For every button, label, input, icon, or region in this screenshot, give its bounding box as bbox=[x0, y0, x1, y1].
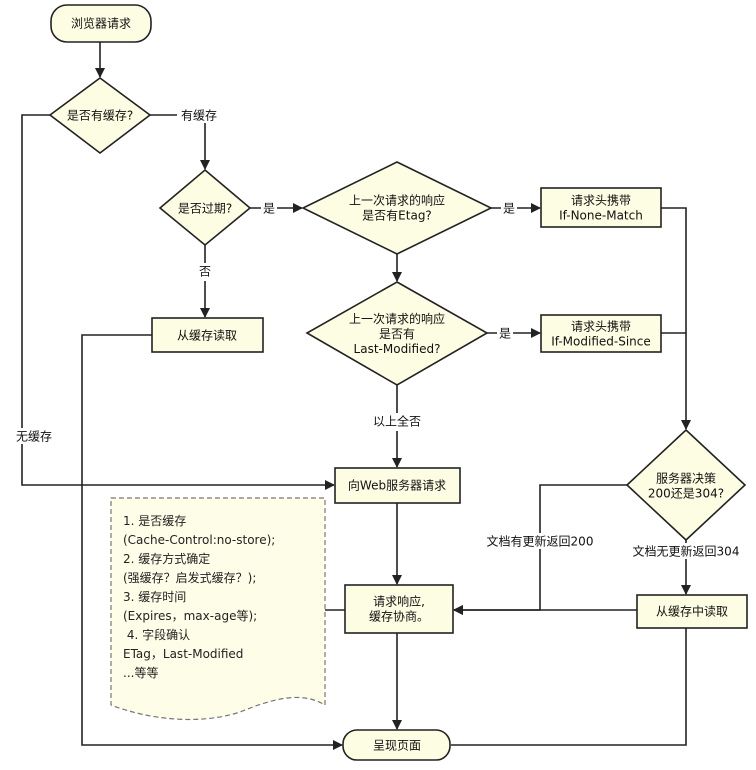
label-lastmod-yes: 是 bbox=[499, 327, 511, 341]
label-line: 是否有Etag? bbox=[362, 208, 432, 222]
label-all-no: 以上全否 bbox=[373, 414, 421, 429]
node-expired-label: 是否过期? bbox=[178, 202, 232, 216]
label-line: 请求头携带 bbox=[571, 318, 631, 333]
node-etag-question: 上一次请求的响应是否有Etag? bbox=[301, 161, 493, 255]
label-line: Last-Modified? bbox=[354, 342, 441, 356]
label-line: If-Modified-Since bbox=[551, 334, 651, 348]
label-line: 服务器决策 bbox=[656, 470, 716, 485]
note-line: (Cache-Control:no-store); bbox=[123, 533, 275, 547]
label-not-updated-304: 文档无更新返回304 bbox=[633, 544, 740, 559]
note-text: 1. 是否缓存 (Cache-Control:no-store); 2. 缓存方式确… bbox=[123, 514, 275, 680]
note-line: ...等等 bbox=[123, 666, 158, 680]
edge-read-cache-to-render bbox=[81, 334, 343, 750]
node-read-from-cache: 从缓存中读取 bbox=[636, 594, 748, 629]
edge-has-cache bbox=[150, 114, 210, 170]
node-render-label: 呈现页面 bbox=[373, 739, 421, 753]
label-line: 请求头携带 bbox=[571, 192, 631, 207]
label-line: 是否有 bbox=[379, 327, 415, 341]
node-expired: 是否过期? bbox=[158, 168, 252, 247]
node-etag-question-label: 上一次请求的响应是否有Etag? bbox=[349, 192, 445, 222]
label-has-cache: 有缓存 bbox=[181, 109, 217, 123]
node-web-request: 向Web服务器请求 bbox=[334, 467, 461, 504]
node-read-from-cache-label: 从缓存中读取 bbox=[656, 604, 728, 619]
node-read-cache-label: 从缓存读取 bbox=[177, 329, 237, 343]
node-read-cache: 从缓存读取 bbox=[151, 317, 264, 353]
node-start: 浏览器请求 bbox=[50, 4, 152, 43]
label-expired-yes: 是 bbox=[263, 202, 275, 216]
node-has-cache-label: 是否有缓存? bbox=[67, 109, 133, 123]
node-start-label: 浏览器请求 bbox=[71, 16, 131, 31]
node-response: 请求响应,缓存协商。 bbox=[344, 584, 454, 634]
node-response-label: 请求响应,缓存协商。 bbox=[369, 593, 429, 623]
note-line: 2. 缓存方式确定 bbox=[123, 551, 210, 566]
note-line: 1. 是否缓存 bbox=[123, 514, 186, 528]
label-etag-yes: 是 bbox=[503, 202, 515, 216]
label-line: 上一次请求的响应 bbox=[349, 192, 445, 207]
label-expired-no: 否 bbox=[199, 265, 211, 279]
edge-cache-read-to-render bbox=[451, 628, 687, 746]
edge-no-cache bbox=[21, 114, 335, 490]
note-line: 4. 字段确认 bbox=[123, 627, 190, 642]
edge-labels: 有缓存 无缓存 是 否 是 是 以上全否 文档有更新返回200 文档无更新返回3… bbox=[12, 107, 742, 559]
edge-if-none-match-to-server bbox=[661, 207, 691, 430]
label-no-cache: 无缓存 bbox=[16, 430, 52, 444]
label-line: If-None-Match bbox=[559, 208, 643, 222]
label-updated-200: 文档有更新返回200 bbox=[487, 534, 594, 549]
node-render: 呈现页面 bbox=[342, 729, 451, 761]
note-line: (强缓存？启发式缓存？); bbox=[123, 570, 256, 585]
node-web-request-label: 向Web服务器请求 bbox=[348, 478, 446, 493]
note-line: 3. 缓存时间 bbox=[123, 590, 186, 604]
note-annotation: 1. 是否缓存 (Cache-Control:no-store); 2. 缓存方式确… bbox=[110, 497, 326, 721]
note-line: (Expires，max-age等); bbox=[123, 609, 257, 623]
label-line: 上一次请求的响应 bbox=[349, 311, 445, 326]
label-line: 200还是304? bbox=[648, 486, 724, 500]
node-has-cache: 是否有缓存? bbox=[48, 77, 152, 155]
label-line: 请求响应, bbox=[373, 593, 425, 608]
note-line: ETag，Last-Modified bbox=[123, 647, 243, 661]
label-line: 缓存协商。 bbox=[369, 608, 429, 623]
